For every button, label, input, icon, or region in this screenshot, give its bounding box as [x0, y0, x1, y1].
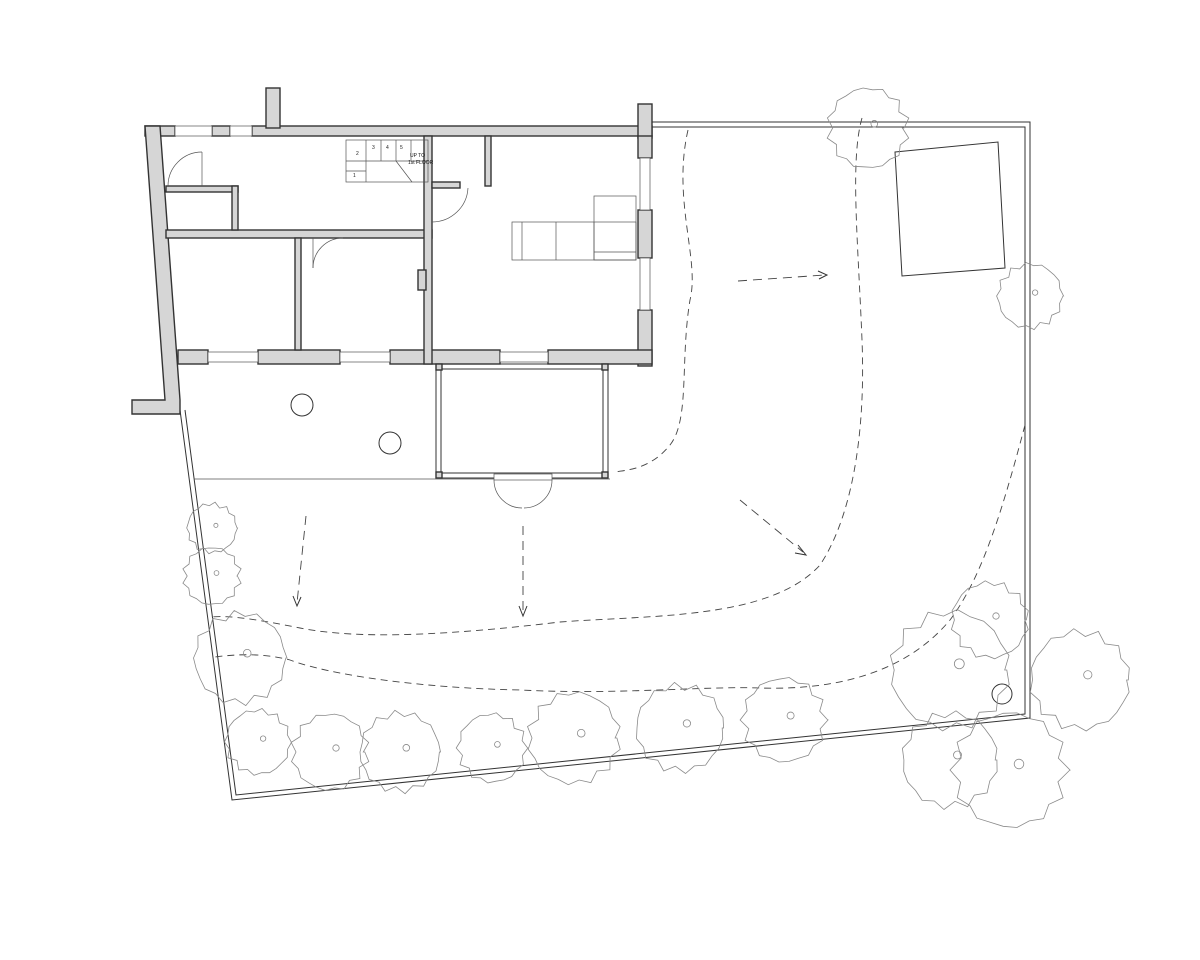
door-swings: [167, 151, 469, 269]
stair-step-number: 4: [386, 145, 389, 151]
tree-canopy-icon: [527, 691, 621, 786]
tree-canopy-icon: [739, 677, 829, 763]
stair-step-number: 3: [372, 145, 375, 151]
tree-canopy-icon: [1029, 628, 1130, 732]
tree-canopy-icon: [455, 712, 529, 784]
tree-trunk-icon: [953, 750, 962, 760]
garden-shed: [894, 141, 1006, 277]
tree-canopy-icon: [950, 580, 1029, 660]
tree-trunk-icon: [1013, 758, 1025, 770]
flow-arrows: [292, 270, 829, 618]
tree-canopy-icon: [826, 87, 910, 168]
stair-label: UP TO: [410, 153, 425, 159]
garden-boundary: [179, 121, 1031, 801]
tree-canopy-icon: [290, 713, 370, 791]
tree-trunk-icon: [953, 658, 965, 670]
tree-trunk-icon: [494, 741, 501, 748]
stair-step-number: 5: [400, 145, 403, 151]
conservatory: [435, 363, 609, 509]
tree-trunk-icon: [332, 744, 340, 752]
tree-trunk-icon: [1083, 670, 1093, 680]
tree-canopy-icon: [359, 709, 441, 795]
tree-canopy-icon: [636, 681, 725, 775]
tree-canopy-icon: [193, 609, 288, 707]
tree-trunk-icon: [1031, 289, 1039, 296]
tree-group: [182, 87, 1130, 828]
tree-canopy-icon: [186, 501, 239, 555]
tree-trunk-icon: [213, 522, 219, 528]
planter-circle: [290, 393, 314, 417]
tree-canopy-icon: [901, 710, 998, 811]
tree-trunk-icon: [576, 728, 586, 738]
stair-step-number: 1: [353, 173, 356, 179]
tree-trunk-icon: [259, 735, 267, 742]
tree-trunk-icon: [870, 120, 879, 128]
planter-circle: [378, 431, 402, 455]
planter-circle: [991, 683, 1013, 705]
tree-trunk-icon: [992, 612, 1000, 620]
windows: [174, 125, 651, 363]
tree-canopy-icon: [949, 712, 1071, 828]
sofa: [511, 195, 637, 261]
tree-trunk-icon: [402, 744, 411, 752]
tree-trunk-icon: [682, 719, 691, 728]
house-walls: [131, 87, 653, 415]
stair-step-number: 2: [356, 151, 359, 157]
tree-trunk-icon: [213, 570, 220, 576]
stair-label: 1st FLOOR: [408, 160, 434, 166]
tree-trunk-icon: [242, 648, 252, 658]
tree-canopy-icon: [224, 708, 293, 776]
staircase: 1 2 3 4 5 UP TO 1st FLOOR: [345, 139, 434, 183]
tree-canopy-icon: [996, 262, 1065, 331]
garden-paths: [211, 117, 1026, 692]
tree-canopy-icon: [182, 547, 242, 605]
tree-canopy-icon: [889, 609, 1010, 732]
tree-trunk-icon: [786, 711, 795, 720]
